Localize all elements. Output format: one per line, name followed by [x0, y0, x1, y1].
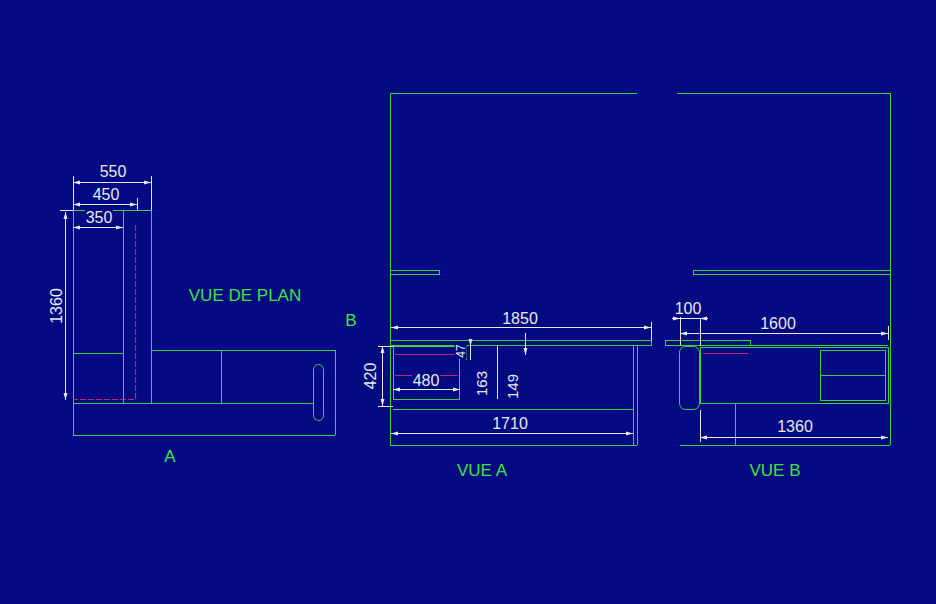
view-title: VUE B [748, 462, 801, 479]
dimension-value: 420 [363, 362, 379, 391]
view-title: B [344, 312, 357, 329]
view-title: VUE A [456, 462, 508, 479]
dimension-value: 480 [412, 373, 441, 389]
view-title: A [163, 448, 176, 465]
dimension-value: 1360 [49, 287, 65, 325]
dimension-lines [60, 176, 889, 442]
dimension-value: 350 [85, 210, 114, 226]
dimension-value: 450 [92, 187, 121, 203]
view-title: VUE DE PLAN [188, 287, 302, 304]
dimension-value: 149 [506, 372, 521, 399]
dimension-value: 47 [455, 343, 467, 358]
outlines [73, 94, 891, 446]
dimension-value: 1600 [759, 316, 797, 332]
dimension-value: 163 [475, 369, 490, 396]
dimension-value: 1360 [776, 419, 814, 435]
dimension-value: 550 [99, 164, 128, 180]
dimension-value: 1710 [491, 416, 529, 432]
arrowheads [64, 181, 889, 440]
dimension-value: 100 [674, 301, 703, 317]
hidden-lines [73, 225, 748, 400]
dimension-value: 1850 [501, 311, 539, 327]
